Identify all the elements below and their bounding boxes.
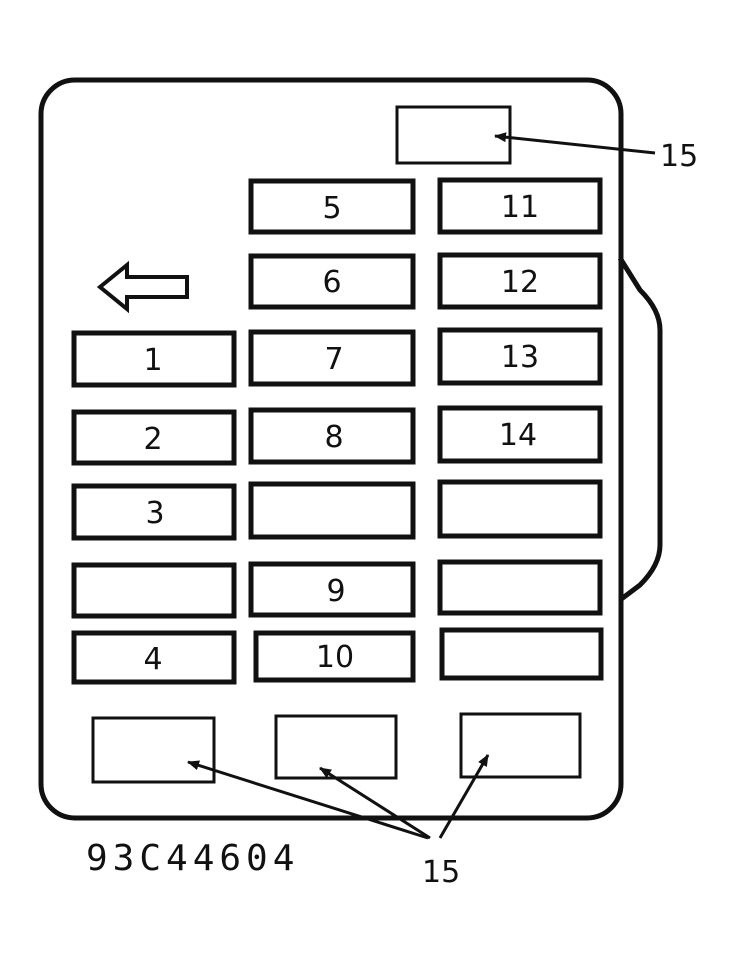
- fuse-label: 9: [326, 574, 345, 609]
- fuse-slot-7: 7: [248, 329, 416, 387]
- fuse-slot-14: 14: [437, 405, 603, 464]
- fuse-slot-3: 3: [71, 483, 237, 541]
- fuse-slot-4: 4: [71, 630, 237, 685]
- fuse-label: 11: [501, 190, 539, 225]
- fuse-label: 2: [143, 422, 162, 457]
- leader-line-bottom-left: [187, 760, 429, 840]
- fuse-label: 13: [501, 340, 539, 375]
- figure-code: 93C44604: [86, 838, 299, 879]
- fuse-slot-11: 11: [437, 177, 603, 235]
- fuse-slot-1: 1: [71, 330, 237, 388]
- spare-fuse-slot-top: [395, 105, 512, 165]
- fuse-slot-2: 2: [71, 409, 237, 466]
- fuse-label: 7: [324, 342, 343, 377]
- empty-fuse-slot: [248, 481, 416, 540]
- fuse-slot-12: 12: [437, 252, 603, 310]
- spare-fuse-slot-bottom-right: [459, 712, 582, 779]
- fuse-label: 14: [499, 418, 537, 453]
- fuse-slot-10: 10: [253, 630, 416, 683]
- fuse-label: 5: [322, 191, 341, 226]
- fuse-label: 6: [322, 265, 341, 300]
- fuse-label: 10: [316, 640, 354, 675]
- fuse-label: 4: [143, 642, 162, 677]
- spare-fuse-slot-bottom-left: [91, 716, 216, 784]
- fuse-slot-9: 9: [248, 561, 416, 618]
- empty-fuse-slot: [437, 559, 603, 616]
- fuse-label: 3: [145, 496, 164, 531]
- fuse-label: 12: [501, 265, 539, 300]
- fuse-box-housing: [38, 77, 624, 821]
- direction-arrow-icon: [96, 260, 189, 314]
- callout-label-top: 15: [660, 139, 698, 174]
- empty-fuse-slot: [437, 479, 603, 539]
- leader-line-top: [494, 132, 656, 155]
- fuse-slot-13: 13: [437, 327, 603, 386]
- fuse-slot-6: 6: [248, 253, 416, 310]
- fuse-slot-5: 5: [248, 178, 416, 235]
- fuse-label: 8: [324, 420, 343, 455]
- spare-fuse-slot-bottom-middle: [274, 714, 398, 780]
- empty-fuse-slot: [439, 627, 604, 681]
- fuse-label: 1: [143, 343, 162, 378]
- side-connector-tab: [617, 256, 663, 602]
- empty-fuse-slot: [71, 562, 237, 619]
- leader-line-bottom-right: [438, 754, 490, 839]
- callout-label-bottom: 15: [422, 855, 460, 890]
- fuse-slot-8: 8: [248, 407, 416, 465]
- leader-line-bottom-middle: [319, 766, 431, 840]
